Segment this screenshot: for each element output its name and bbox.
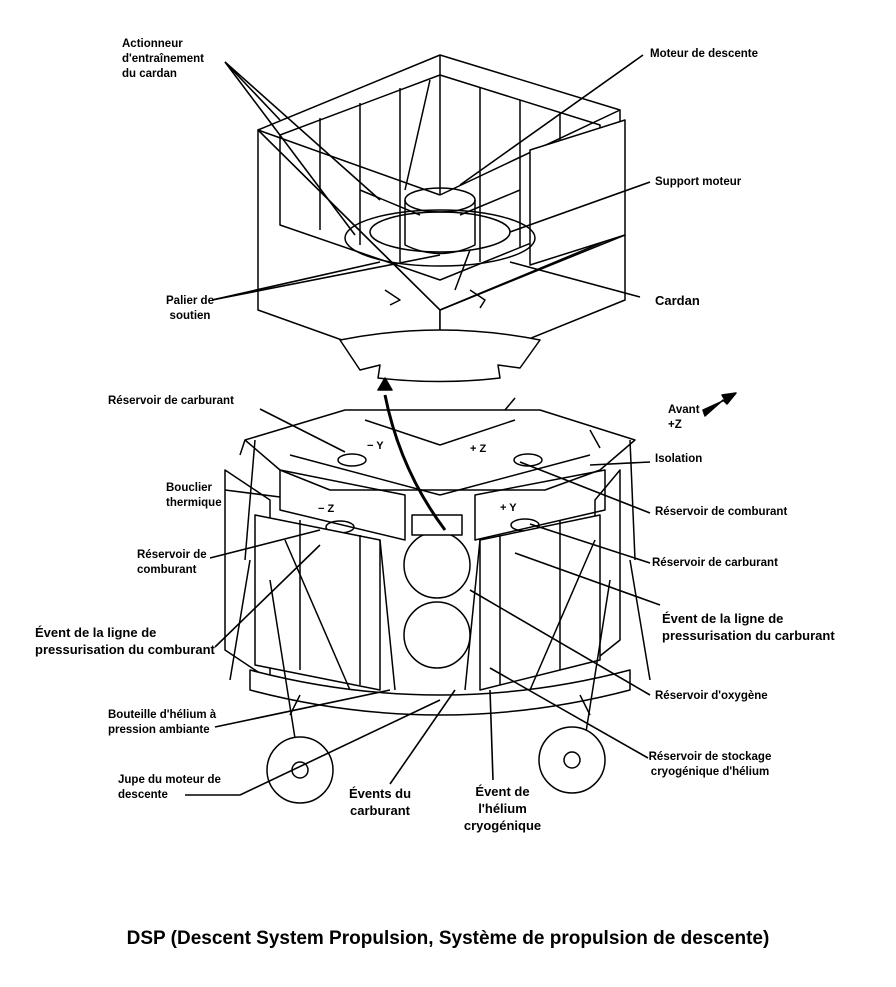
label-forward: Avant +Z bbox=[668, 404, 700, 431]
label-fuel-vents: Évents du carburant bbox=[348, 786, 412, 818]
label-engine-support: Support moteur bbox=[655, 176, 742, 188]
axis-plus-y: + Y bbox=[500, 502, 517, 514]
label-fuel-vent: Évent de la ligne de pressurisation du c… bbox=[662, 611, 835, 643]
label-bearing: Palier de soutien bbox=[166, 295, 214, 322]
label-insulation: Isolation bbox=[655, 453, 703, 465]
label-helium-storage: Réservoir de stockage cryogénique d'héli… bbox=[648, 751, 772, 778]
label-gimbal-actuator: Actionneur d'entraînement du cardan bbox=[122, 38, 204, 80]
engine-position-arrow bbox=[383, 394, 447, 531]
forward-arrow bbox=[702, 392, 737, 417]
label-engine-skirt: Jupe du moteur de descente bbox=[118, 774, 221, 801]
label-fuel-tank-right: Réservoir de carburant bbox=[652, 557, 778, 569]
label-heat-shield: Bouclier thermique bbox=[166, 482, 222, 509]
label-oxidizer-tank-right: Réservoir de comburant bbox=[655, 506, 788, 518]
descent-stage-body-drawing bbox=[224, 397, 651, 804]
axis-minus-y: − Y bbox=[367, 440, 384, 452]
label-fuel-tank-top: Réservoir de carburant bbox=[108, 395, 234, 407]
figure-caption: DSP (Descent System Propulsion, Système … bbox=[126, 928, 770, 949]
label-gimbal: Cardan bbox=[655, 293, 700, 308]
label-helium-bottle: Bouteille d'hélium à pression ambiante bbox=[108, 709, 217, 736]
label-oxidizer-vent: Évent de la ligne de pressurisation du c… bbox=[35, 625, 215, 657]
axis-minus-z: − Z bbox=[318, 503, 335, 515]
label-helium-vent: Évent de l'hélium cryogénique bbox=[463, 784, 542, 833]
label-descent-engine: Moteur de descente bbox=[650, 48, 758, 60]
engine-compartment-drawing bbox=[257, 54, 626, 383]
label-oxidizer-tank-left: Réservoir de comburant bbox=[137, 549, 207, 576]
axis-plus-z: + Z bbox=[470, 443, 487, 455]
leader-lines bbox=[185, 54, 661, 796]
label-oxygen-tank: Réservoir d'oxygène bbox=[655, 690, 768, 702]
